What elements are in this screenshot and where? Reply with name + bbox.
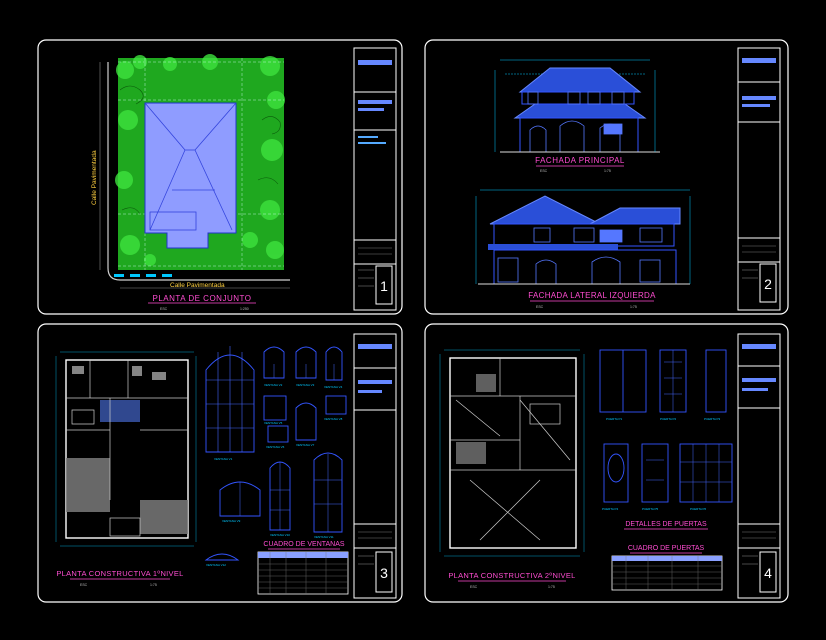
svg-text:VENTANA V5: VENTANA V5	[264, 421, 283, 425]
window-labels: VENTANA V1 VENTANA V2 VENTANA V3 VENTANA…	[206, 383, 343, 567]
side-facade	[475, 189, 691, 285]
svg-text:VENTANA V6: VENTANA V6	[266, 445, 285, 449]
svg-text:VENTANA V2: VENTANA V2	[264, 383, 283, 387]
scale-label: ESC	[470, 585, 478, 589]
sheet-border	[424, 323, 789, 603]
street-curb	[107, 62, 290, 281]
svg-text:VENTANA V12: VENTANA V12	[206, 563, 226, 567]
svg-text:VENTANA V4: VENTANA V4	[324, 385, 343, 389]
sheet-elevations[interactable]: 2 FACHADA PRINCIPAL ESC 1:75	[424, 39, 789, 315]
title-block: 4	[737, 333, 781, 599]
sheet-border	[37, 323, 403, 603]
drawing-title: PLANTA CONSTRUCTIVA 1ºNIVEL	[56, 569, 183, 578]
table-title: CUADRO DE PUERTAS	[628, 545, 705, 552]
svg-text:PUERTA P6: PUERTA P6	[690, 507, 707, 511]
scale-value: 1:75	[548, 585, 555, 589]
scale-label: ESC	[160, 307, 168, 311]
scale-label: ESC	[536, 305, 544, 309]
front-facade	[494, 59, 660, 153]
scale-value: 1:75	[604, 169, 611, 173]
sheet-number-box	[375, 265, 393, 305]
door-details	[599, 349, 733, 503]
svg-text:VENTANA V9: VENTANA V9	[222, 519, 241, 523]
sheet-site-plan[interactable]: 1	[37, 39, 403, 315]
svg-text:VENTANA V8: VENTANA V8	[324, 417, 343, 421]
svg-text:2: 2	[764, 276, 772, 292]
title-block: 2	[737, 47, 781, 311]
svg-text:PUERTA P5: PUERTA P5	[642, 507, 659, 511]
svg-text:PUERTA P3: PUERTA P3	[704, 417, 721, 421]
floor-plan-1	[55, 351, 197, 547]
scale-value: 1:250	[240, 307, 249, 311]
svg-text:VENTANA V10: VENTANA V10	[270, 533, 290, 537]
drawing-title: PLANTA CONSTRUCTIVA 2ºNIVEL	[448, 571, 575, 580]
sheet-floor-plan-level-2[interactable]: 4 PLANTA CONSTRUCTIVA 2ºNIVEL ESC 1:75	[424, 323, 789, 603]
sheet-border	[424, 39, 789, 315]
svg-text:3: 3	[380, 565, 388, 581]
street-label-left: Calle Pavimentada	[91, 150, 98, 205]
sheet-floor-plan-level-1[interactable]: 3 PLANTA CONSTRUCTIVA 1ºN	[37, 323, 403, 603]
scale-label: ESC	[80, 583, 88, 587]
svg-text:PUERTA P4: PUERTA P4	[602, 507, 619, 511]
drawing-title: PLANTA DE CONJUNTO	[153, 294, 252, 303]
title-block: 1	[353, 47, 397, 311]
svg-text:PUERTA P1: PUERTA P1	[606, 417, 623, 421]
svg-text:VENTANA V11: VENTANA V11	[314, 535, 334, 539]
svg-text:VENTANA V1: VENTANA V1	[214, 457, 233, 461]
scale-label: ESC	[540, 169, 548, 173]
title-block: 3	[353, 333, 397, 599]
svg-text:VENTANA V3: VENTANA V3	[296, 383, 315, 387]
window-details	[204, 346, 347, 561]
drawing-title: FACHADA PRINCIPAL	[535, 156, 625, 165]
door-labels: PUERTA P1 PUERTA P2 PUERTA P3 PUERTA P4 …	[602, 417, 721, 511]
svg-text:PUERTA P2: PUERTA P2	[660, 417, 677, 421]
table-title: CUADRO DE VENTANAS	[263, 541, 344, 548]
svg-text:4: 4	[764, 565, 772, 581]
house-footprint	[144, 102, 237, 249]
sheet-border	[37, 39, 403, 315]
svg-text:1: 1	[380, 278, 388, 294]
drawing-title: FACHADA LATERAL IZQUIERDA	[528, 291, 656, 300]
floor-plan-2	[439, 349, 585, 557]
details-title: DETALLES DE PUERTAS	[625, 521, 707, 528]
window-schedule-table	[257, 551, 349, 595]
svg-text:VENTANA V7: VENTANA V7	[296, 443, 315, 447]
street-label-bottom: Calle Pavimentada	[170, 282, 225, 289]
door-schedule-table	[611, 555, 723, 591]
scale-value: 1:75	[630, 305, 637, 309]
scale-value: 1:75	[150, 583, 157, 587]
